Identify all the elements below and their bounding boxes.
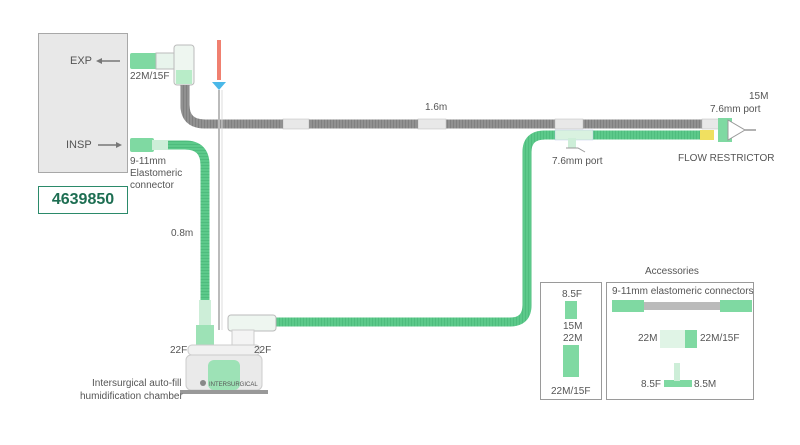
accessory-22m-adapter — [660, 330, 697, 348]
insp-connector — [130, 138, 168, 152]
acc-left-bottom-label: 22M/15F — [551, 386, 591, 397]
accessory-adapter-large — [563, 345, 579, 377]
exp-connector-label: 22M/15F — [130, 71, 170, 82]
insp-connector-label-3: connector — [130, 180, 174, 191]
flow-restrictor-label: FLOW RESTRICTOR — [678, 153, 775, 164]
acc-adapter-left-label: 22M — [638, 333, 658, 344]
patient-port-label: 7.6mm port — [710, 104, 761, 115]
chamber-label-1: Intersurgical auto-fill — [92, 378, 182, 389]
acc-right-title: 9-11mm elastomeric connectors — [612, 286, 754, 297]
acc-left-top-label: 8.5F — [562, 289, 583, 300]
accessory-tee-connector — [664, 363, 692, 387]
chamber-brand: INTERSURGICAL — [209, 382, 258, 388]
accessory-elastomeric-connector — [612, 300, 752, 312]
ventilator-box — [38, 33, 128, 173]
temperature-probe — [212, 40, 226, 330]
exp-label: EXP — [70, 55, 93, 67]
insp-label: INSP — [66, 139, 92, 151]
exp-connector — [130, 44, 195, 86]
chamber-left-22f: 22F — [170, 345, 188, 356]
insp-limb-length: 0.8m — [171, 228, 194, 239]
exp-limb-tube — [180, 85, 730, 129]
acc-left-mid-label-a: 15M — [563, 321, 583, 332]
product-code: 4639850 — [38, 186, 128, 214]
insp-connector-label-1: 9-11mm — [130, 156, 166, 167]
patient-15m-label: 15M — [749, 91, 769, 102]
chamber-right-22f: 22F — [254, 345, 272, 356]
exp-limb-length: 1.6m — [425, 102, 448, 113]
patient-wye — [718, 118, 756, 142]
humidification-chamber — [180, 344, 268, 394]
insp-port-icon — [566, 138, 586, 153]
acc-adapter-right-label: 22M/15F — [700, 333, 740, 344]
insp-connector-label-2: Elastomeric — [130, 168, 183, 179]
acc-left-mid-label-b: 22M — [563, 333, 583, 344]
exp-arrow-icon — [96, 58, 120, 64]
insp-port-label: 7.6mm port — [552, 156, 603, 167]
insp-arrow-icon — [98, 142, 122, 148]
acc-tee-right-label: 8.5M — [694, 379, 717, 390]
accessories-left-box — [540, 282, 602, 400]
accessories-right-box — [606, 282, 754, 400]
accessory-adapter-small — [565, 301, 577, 319]
chamber-label-2: humidification chamber — [80, 391, 183, 402]
acc-tee-left-label: 8.5F — [641, 379, 662, 390]
accessories-title: Accessories — [645, 266, 699, 277]
